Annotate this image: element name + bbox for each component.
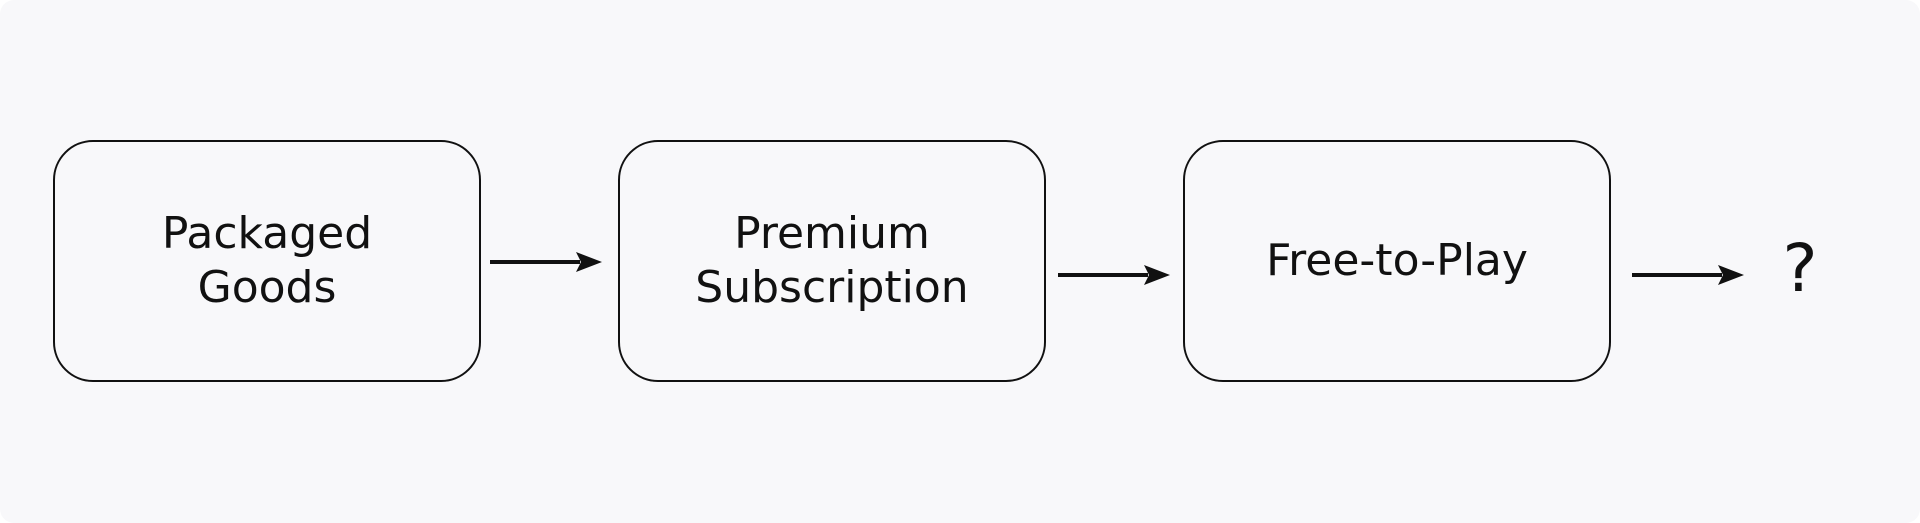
node-packaged-goods-label: Packaged Goods	[161, 208, 373, 313]
arrow-premium-to-free-to-play	[1058, 265, 1170, 285]
node-free-to-play-label: Free-to-Play	[1266, 235, 1528, 286]
unknown-next-question-mark: ?	[1782, 229, 1818, 307]
arrow-free-to-play-to-unknown	[1632, 265, 1744, 285]
node-premium-subscription: Premium Subscription	[618, 140, 1046, 382]
node-premium-subscription-label: Premium Subscription	[695, 208, 969, 313]
node-free-to-play: Free-to-Play	[1183, 140, 1611, 382]
node-packaged-goods: Packaged Goods	[53, 140, 481, 382]
arrow-packaged-to-premium	[490, 252, 602, 272]
